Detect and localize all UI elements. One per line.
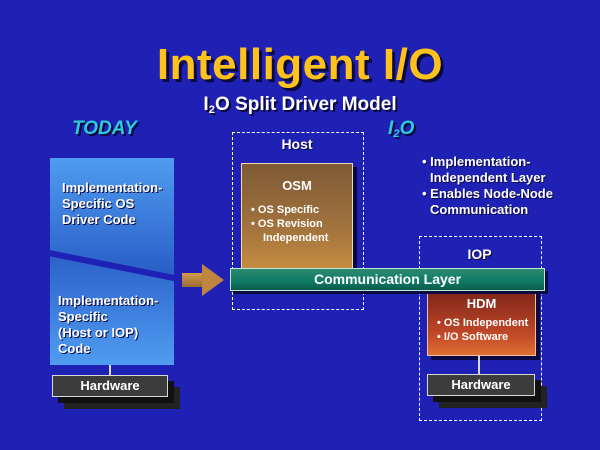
subtitle-rest: O Split Driver Model (215, 94, 397, 115)
subtitle-prefix: I (203, 94, 209, 115)
slide-title: Intelligent I/O (156, 40, 444, 89)
iop-label: IOP (467, 246, 492, 262)
arrow-body (182, 273, 204, 287)
text-line: Specific OS (62, 196, 135, 211)
hdm-bullet: OS Independent (437, 316, 535, 330)
host-region (232, 132, 364, 310)
text-line: Implementation- (62, 180, 163, 195)
subtitle-subscript: 2 (208, 104, 216, 116)
connector-line (109, 365, 111, 375)
feature-item: • Implementation- (422, 154, 531, 169)
i2o-hardware-box: Hardware (427, 374, 535, 396)
feature-item-continued: Communication (430, 202, 529, 217)
host-iop-code-text: Implementation- Specific (Host or IOP) C… (58, 293, 158, 357)
i2o-label-rest: O (399, 118, 415, 139)
osm-bullet: OS Specific (251, 203, 352, 217)
i2o-label: I2O (388, 118, 414, 140)
feature-item: • Enables Node-Node (422, 186, 553, 201)
osm-box: OSM OS Specific OS Revision Independent (241, 163, 353, 273)
osm-bullet: OS Revision (251, 217, 352, 231)
today-label: TODAY (72, 118, 137, 139)
iop-region (419, 236, 542, 421)
text-line: (Host or IOP) (58, 325, 139, 340)
connector-line (478, 356, 480, 374)
text-line: Code (58, 341, 91, 356)
today-hardware-box: Hardware (52, 375, 168, 397)
feature-list: • Implementation- Independent Layer • En… (422, 154, 553, 218)
communication-layer-bar: Communication Layer (230, 268, 545, 291)
host-label: Host (281, 136, 313, 152)
osm-title: OSM (282, 178, 312, 193)
text-line: Implementation- (58, 293, 159, 308)
hdm-bullets: OS Independent I/O Software (437, 316, 535, 344)
text-line: Specific (58, 309, 108, 324)
text-line: Driver Code (62, 212, 136, 227)
os-specific-driver-text: Implementation- Specific OS Driver Code (62, 180, 162, 228)
hdm-bullet: I/O Software (437, 330, 535, 344)
i2o-label-prefix: I (388, 118, 394, 139)
i2o-label-subscript: 2 (393, 128, 400, 140)
feature-item-continued: Independent Layer (430, 170, 546, 185)
osm-bullets: OS Specific OS Revision (251, 203, 352, 231)
right-arrow-icon (202, 264, 224, 296)
hdm-title: HDM (466, 296, 497, 311)
hdm-box: HDM OS Independent I/O Software (427, 288, 536, 356)
slide-subtitle: I2O Split Driver Model (0, 94, 600, 116)
osm-bullet-continued: Independent (263, 232, 329, 244)
